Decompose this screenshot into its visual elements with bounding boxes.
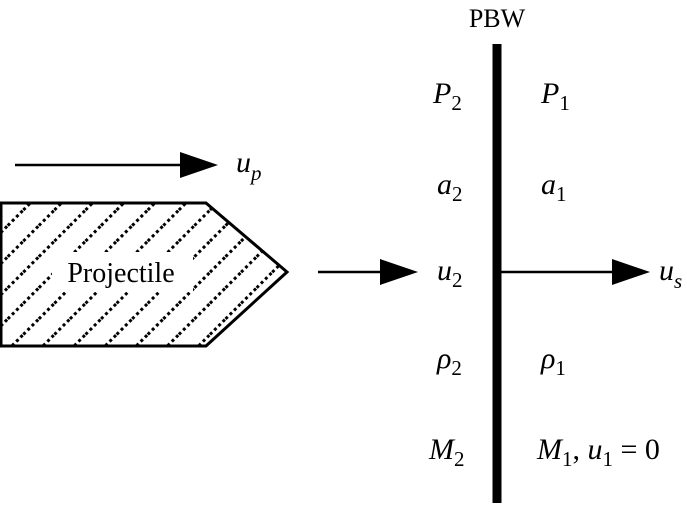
shock-velocity-arrow [500,259,650,285]
var-p1: P1 [540,77,570,115]
projectile-velocity-arrow [15,152,218,178]
var-m2: M2 [428,433,465,471]
wall-label: PBW [469,4,526,33]
var-m1-u1: M1, u1 = 0 [536,433,660,471]
var-p2: P2 [432,77,462,115]
shock-velocity-label: us [659,254,682,293]
var-a1: a1 [541,168,567,206]
projectile [0,201,290,348]
var-a2: a2 [437,168,463,206]
gas-flow-arrow [318,259,418,285]
var-rho2: ρ2 [436,342,462,380]
projectile-label: Projectile [67,258,174,289]
var-u2: u2 [437,254,463,292]
projectile-velocity-label: up [236,146,262,185]
var-rho1: ρ1 [540,342,566,380]
